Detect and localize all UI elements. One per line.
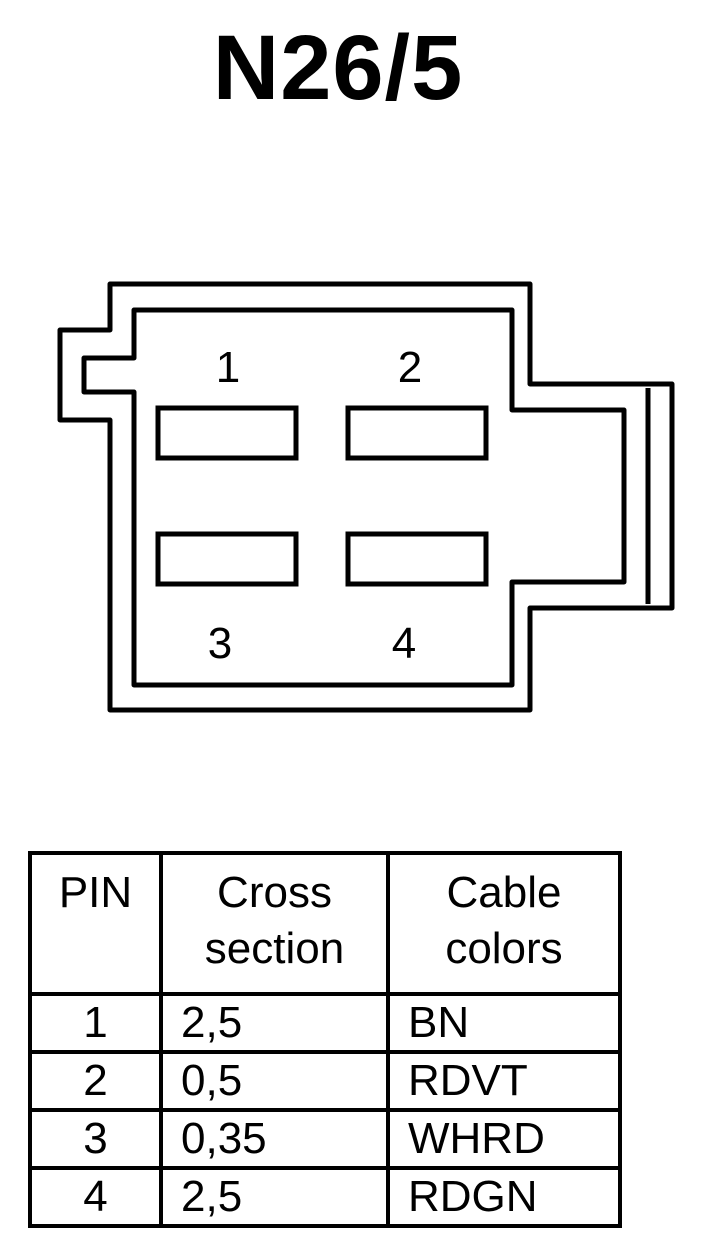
row-pin: 4 [28,1166,163,1228]
connector-title: N26/5 [212,17,464,119]
pin-4-label: 4 [392,619,416,668]
row-cross-section: 0,5 [159,1050,390,1112]
row-cross-section: 2,5 [159,992,390,1054]
row-cable-color: WHRD [386,1108,622,1170]
row-cable-color: RDGN [386,1166,622,1228]
row-cross-section: 2,5 [159,1166,390,1228]
connector-diagram: 1 2 3 4 [57,281,675,713]
table-row: 3 0,35 WHRD [28,1108,622,1170]
table-row: 2 0,5 RDVT [28,1050,622,1112]
header-cable-colors: Cable colors [386,851,622,996]
pin-2-label: 2 [398,343,422,392]
row-pin: 3 [28,1108,163,1170]
pin-1-label: 1 [216,343,240,392]
row-cable-color: BN [386,992,622,1054]
header-pin: PIN [28,851,163,996]
pin-3-label: 3 [208,619,232,668]
pin-1-contact [155,405,299,461]
connector-outer-outline [57,281,675,713]
pin-2-contact [345,405,489,461]
row-cable-color: RDVT [386,1050,622,1112]
pin-table: PIN Cross section Cable colors 1 2,5 BN … [28,851,622,1228]
table-row: 1 2,5 BN [28,992,622,1054]
pin-table-header-row: PIN Cross section Cable colors [28,851,622,996]
pin-3-contact [155,531,299,587]
connector-inner-outline [81,307,627,688]
row-pin: 1 [28,992,163,1054]
table-row: 4 2,5 RDGN [28,1166,622,1228]
header-cross-section: Cross section [159,851,390,996]
row-cross-section: 0,35 [159,1108,390,1170]
pin-4-contact [345,531,489,587]
row-pin: 2 [28,1050,163,1112]
